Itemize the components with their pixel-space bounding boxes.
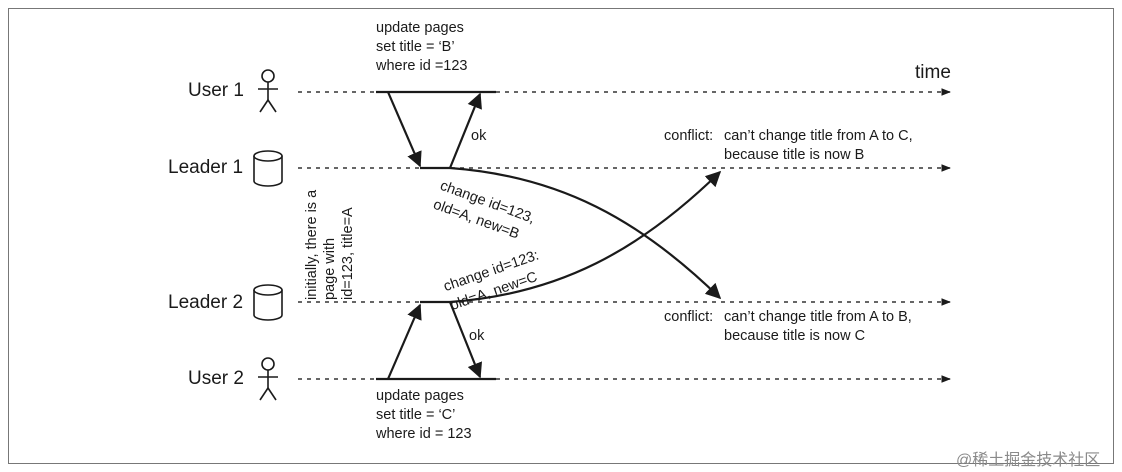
user1-to-leader1-arrow — [386, 91, 422, 168]
conflict-prefix: conflict: — [664, 128, 714, 144]
leader2-ok-arrow — [448, 301, 483, 379]
leader1-database-icon — [253, 150, 283, 187]
time-axis-label: time — [915, 62, 951, 83]
conflict-line: because title is now C — [724, 328, 866, 344]
ok-label-leader2: ok — [469, 328, 485, 344]
initial-state-line: initially, there is a — [304, 189, 320, 300]
user1-query-line: update pages — [376, 20, 464, 36]
conflict-line: can’t change title from A to C, — [724, 128, 913, 144]
ok-label-leader1: ok — [471, 128, 487, 144]
user1-query-line: where id =123 — [376, 58, 468, 74]
user2-query-line: update pages — [376, 388, 464, 404]
conflict-line: because title is now B — [724, 147, 865, 163]
replication-leader1-to-leader2 — [449, 166, 722, 300]
initial-state-line: id=123, title=A — [340, 207, 356, 300]
user2-query: update pages set title = ‘C’ where id = … — [376, 387, 472, 444]
conflict-note-top: conflict: can’t change title from A to C… — [664, 127, 913, 165]
leader1-ok-arrow — [448, 92, 482, 169]
conflict-line: can’t change title from A to B, — [724, 309, 912, 325]
initial-state-note: initially, there is a page with id=123, … — [303, 190, 357, 300]
user2-label: User 2 — [188, 368, 244, 389]
user2-query-line: set title = ‘C’ — [376, 407, 456, 423]
user1-query-line: set title = ‘B’ — [376, 39, 455, 55]
user2-to-leader2-arrow — [386, 303, 422, 380]
user1-icon — [258, 69, 278, 113]
replication-leader2-to-leader1 — [449, 170, 722, 304]
user1-query: update pages set title = ‘B’ where id =1… — [376, 19, 468, 76]
user1-label: User 1 — [188, 80, 244, 101]
leader2-label: Leader 2 — [168, 292, 244, 313]
user2-icon — [258, 357, 278, 401]
conflict-prefix: conflict: — [664, 309, 714, 325]
conflict-note-bottom: conflict: can’t change title from A to B… — [664, 308, 912, 346]
leader2-database-icon — [253, 284, 283, 321]
diagram-frame — [8, 8, 1114, 464]
leader1-label: Leader 1 — [168, 157, 244, 178]
user2-query-line: where id = 123 — [376, 426, 472, 442]
watermark: @稀土掘金技术社区 — [956, 452, 1101, 469]
initial-state-line: page with — [322, 237, 338, 300]
